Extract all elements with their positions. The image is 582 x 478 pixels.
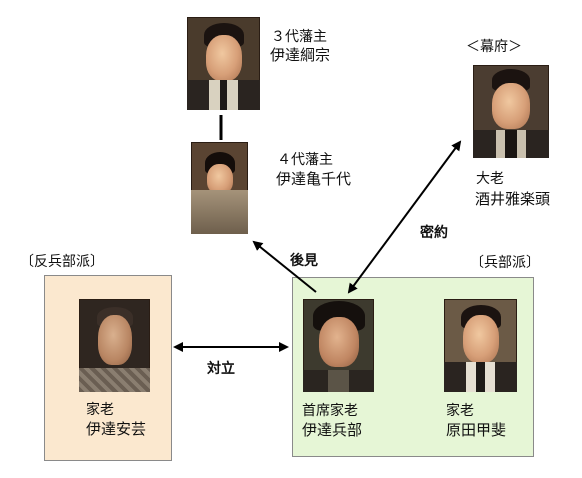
portrait-aki xyxy=(79,299,150,392)
hyobu-role: 首席家老 xyxy=(302,403,358,419)
kamechiyo-role: ４代藩主 xyxy=(277,152,333,168)
hyobu-name: 伊達兵部 xyxy=(302,421,363,439)
sakai-name: 酒井雅楽頭 xyxy=(475,190,551,208)
secret-pact-label: 密約 xyxy=(420,225,448,241)
conflict-label: 対立 xyxy=(207,361,235,377)
aki-role: 家老 xyxy=(86,402,114,418)
guardian-arrow xyxy=(252,240,317,293)
harada-role: 家老 xyxy=(446,403,474,419)
portrait-tsunamune xyxy=(187,17,260,110)
portrait-sakai xyxy=(473,65,549,158)
hyobu-group-label: 〔兵部派〕 xyxy=(470,255,540,271)
secret-pact-arrow xyxy=(347,140,462,294)
tsunamune-role: ３代藩主 xyxy=(271,29,327,45)
guardian-label: 後見 xyxy=(290,253,318,269)
anti-hyobu-group-label: 〔反兵部派〕 xyxy=(20,254,104,270)
portrait-kamechiyo xyxy=(191,142,248,234)
tsunamune-name: 伊達綱宗 xyxy=(270,46,331,64)
sakai-role: 大老 xyxy=(476,171,504,187)
portrait-hyobu xyxy=(303,299,374,392)
aki-name: 伊達安芸 xyxy=(86,420,147,438)
kamechiyo-name: 伊達亀千代 xyxy=(276,170,352,188)
portrait-harada xyxy=(444,299,517,392)
harada-name: 原田甲斐 xyxy=(446,421,507,439)
bakufu-group-label: ＜幕府＞ xyxy=(466,39,522,55)
